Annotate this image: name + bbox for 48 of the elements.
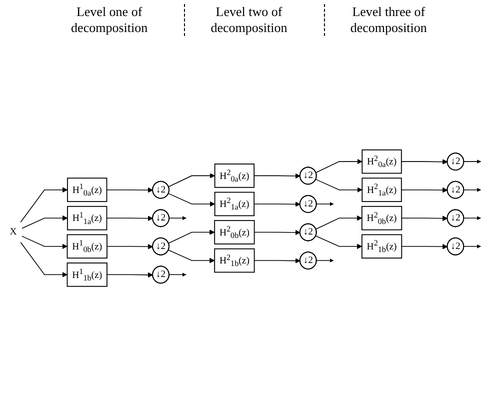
arrow	[168, 194, 216, 208]
arrow	[316, 179, 362, 193]
node-box: H$^{2}$$_{0a}$(z)	[362, 150, 402, 174]
output-arrow	[463, 216, 482, 220]
arrow	[401, 244, 448, 250]
arrow	[401, 216, 448, 222]
output-arrow	[316, 258, 334, 263]
arrow	[254, 174, 300, 179]
output-arrow	[168, 216, 186, 220]
arrow	[21, 236, 68, 250]
level-heading: Level three of decomposition	[324, 4, 453, 36]
output-arrow	[316, 202, 334, 206]
arrow	[168, 173, 216, 188]
arrow	[401, 160, 448, 165]
arrow	[316, 216, 362, 230]
arrow	[316, 236, 362, 250]
arrow	[168, 230, 215, 244]
arrow	[254, 202, 300, 208]
arrow	[106, 244, 154, 250]
level-heading: Level two of decomposition	[184, 4, 313, 36]
node-box: H$^{1}$$_{0b}$(z)	[66, 234, 108, 259]
arrow	[316, 159, 362, 174]
node-box: H$^{2}$$_{1b}$(z)	[214, 248, 255, 274]
output-arrow	[463, 188, 482, 192]
arrow	[21, 216, 68, 230]
node-box: H$^{2}$$_{1b}$(z)	[361, 234, 402, 259]
node-box: H$^{2}$$_{1a}$(z)	[362, 178, 402, 202]
arrow	[401, 188, 448, 194]
node-box: H$^{2}$$_{0b}$(z)	[214, 220, 255, 245]
output-arrow	[463, 244, 482, 249]
node-text: X	[10, 227, 17, 238]
arrow	[20, 242, 68, 278]
node-box: H$^{1}$$_{1b}$(z)	[66, 262, 108, 288]
arrow	[20, 188, 68, 224]
node-box: H$^{2}$$_{1a}$(z)	[214, 192, 255, 217]
arrow	[106, 188, 154, 194]
output-arrow	[463, 160, 482, 164]
node-box: H$^{1}$$_{1a}$(z)	[67, 206, 108, 231]
output-arrow	[168, 273, 186, 278]
arrow	[106, 216, 154, 222]
arrow	[106, 272, 154, 278]
node-box: H$^{2}$$_{0a}$(z)	[214, 164, 255, 188]
node-box: H$^{2}$$_{0b}$(z)	[361, 206, 402, 231]
arrow	[168, 250, 215, 264]
arrow	[254, 230, 300, 236]
level-heading: Level one of decomposition	[70, 4, 149, 36]
arrow	[254, 258, 300, 264]
node-box: H$^{1}$$_{0a}$(z)	[67, 178, 108, 202]
